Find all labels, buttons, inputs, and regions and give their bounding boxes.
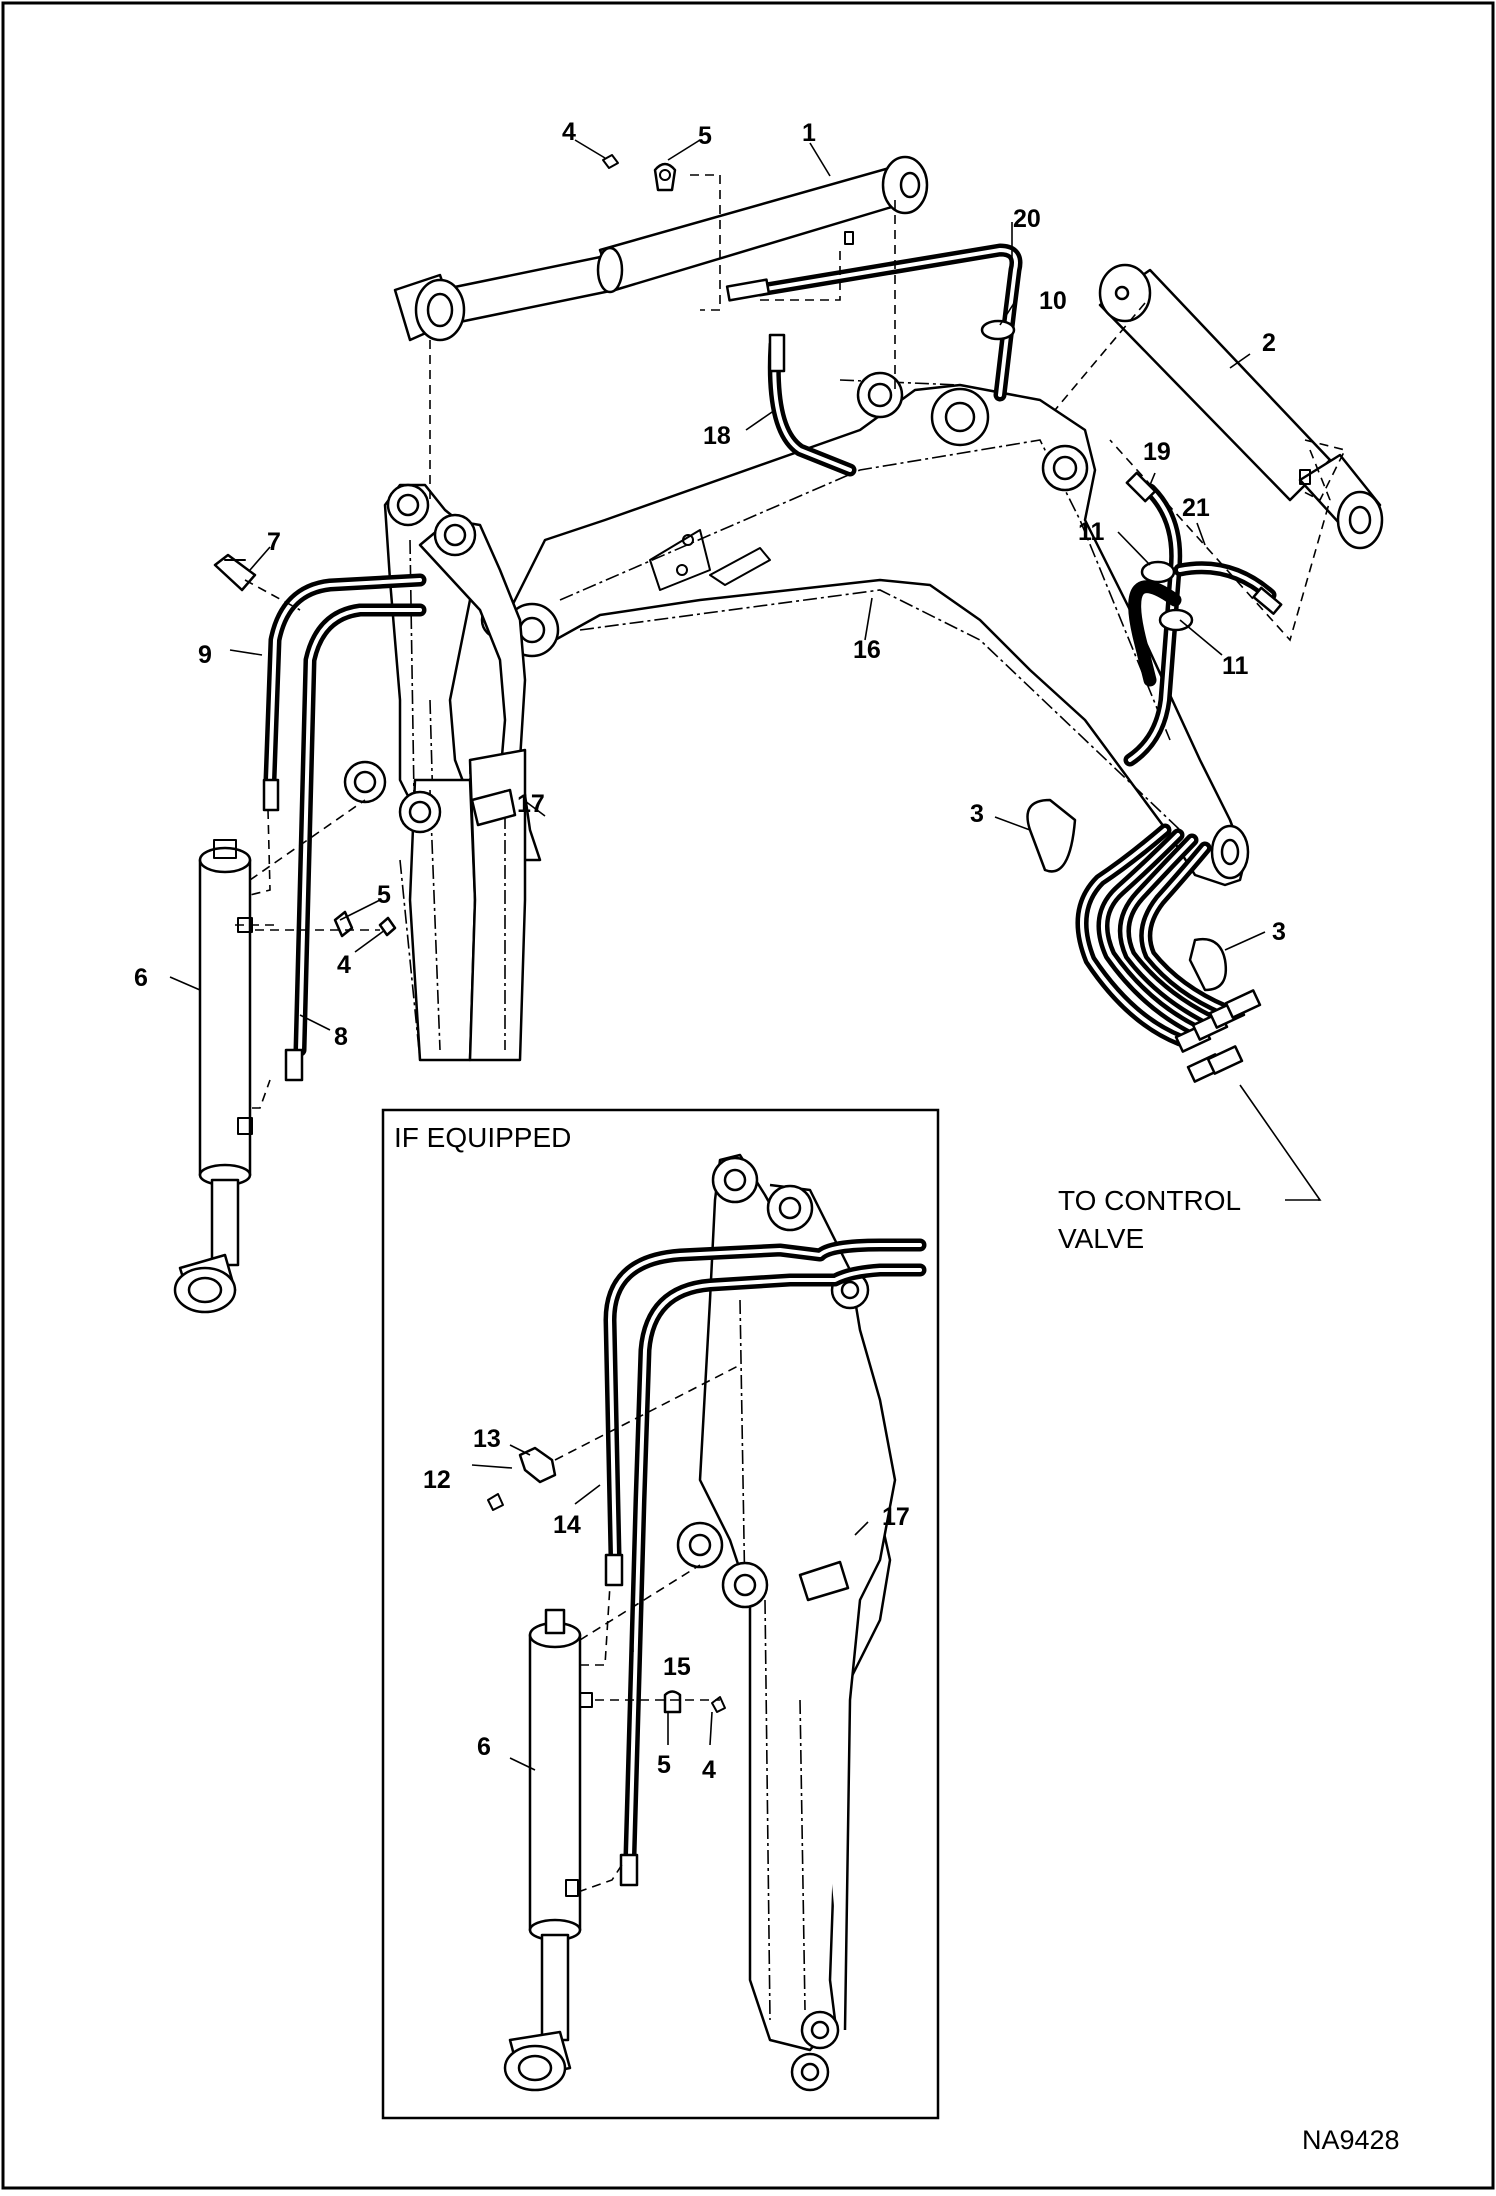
callout-15: 15 <box>663 1653 691 1681</box>
callout-18: 18 <box>703 422 731 450</box>
callout-4-top: 4 <box>562 118 576 146</box>
control-valve-note-line1: TO CONTROL <box>1058 1185 1241 1216</box>
bucket-cylinder-2 <box>1098 263 1384 550</box>
callout-21: 21 <box>1182 494 1210 522</box>
callout-17-main: 17 <box>517 790 545 818</box>
callout-10: 10 <box>1039 287 1067 315</box>
callout-5-inset: 5 <box>657 1751 671 1779</box>
callout-16: 16 <box>853 636 881 664</box>
callout-4-main: 4 <box>337 951 351 979</box>
callout-11-upper: 11 <box>1078 518 1105 546</box>
arm-17-inset <box>676 1153 897 2092</box>
boom-cylinder-1 <box>393 155 929 342</box>
arm-17-main <box>343 483 542 1062</box>
callout-19: 19 <box>1143 438 1171 466</box>
callout-labels: 4 5 1 20 10 2 18 19 21 11 11 7 9 16 17 3… <box>134 118 1286 1784</box>
arm-cylinder-6-inset <box>503 1608 593 2092</box>
arm-cylinder-6-main <box>173 839 253 1314</box>
callout-6-inset: 6 <box>477 1733 491 1761</box>
callout-20: 20 <box>1013 205 1041 233</box>
callout-4-inset: 4 <box>702 1756 716 1784</box>
callout-9: 9 <box>198 641 212 669</box>
callout-13: 13 <box>473 1425 501 1453</box>
callout-14: 14 <box>553 1511 581 1539</box>
small-parts-inset <box>487 1446 726 1714</box>
callout-1: 1 <box>802 119 816 147</box>
callout-17-inset: 17 <box>882 1503 910 1531</box>
callout-3-lower: 3 <box>1272 918 1286 946</box>
callout-7: 7 <box>267 528 281 556</box>
leader-lines <box>169 139 1322 1771</box>
callout-11-lower: 11 <box>1222 652 1249 680</box>
drawing-code: NA9428 <box>1302 2125 1400 2155</box>
callout-6-main: 6 <box>134 964 148 992</box>
hoses-inset <box>603 1238 927 1887</box>
callout-2: 2 <box>1262 329 1276 357</box>
if-equipped-label: IF EQUIPPED <box>394 1122 571 1153</box>
diagram-notes: TO CONTROL VALVE IF EQUIPPED NA9428 <box>394 1122 1400 2155</box>
alignment-lines-inset <box>554 1364 741 1893</box>
small-parts-main <box>213 154 1228 992</box>
callout-5-top: 5 <box>698 122 712 150</box>
control-valve-note-line2: VALVE <box>1058 1223 1144 1254</box>
alignment-lines-main <box>235 174 1347 1109</box>
callout-8: 8 <box>334 1023 348 1051</box>
callout-5-main: 5 <box>377 881 391 909</box>
callout-12: 12 <box>423 1466 451 1494</box>
callout-3-upper: 3 <box>970 800 984 828</box>
